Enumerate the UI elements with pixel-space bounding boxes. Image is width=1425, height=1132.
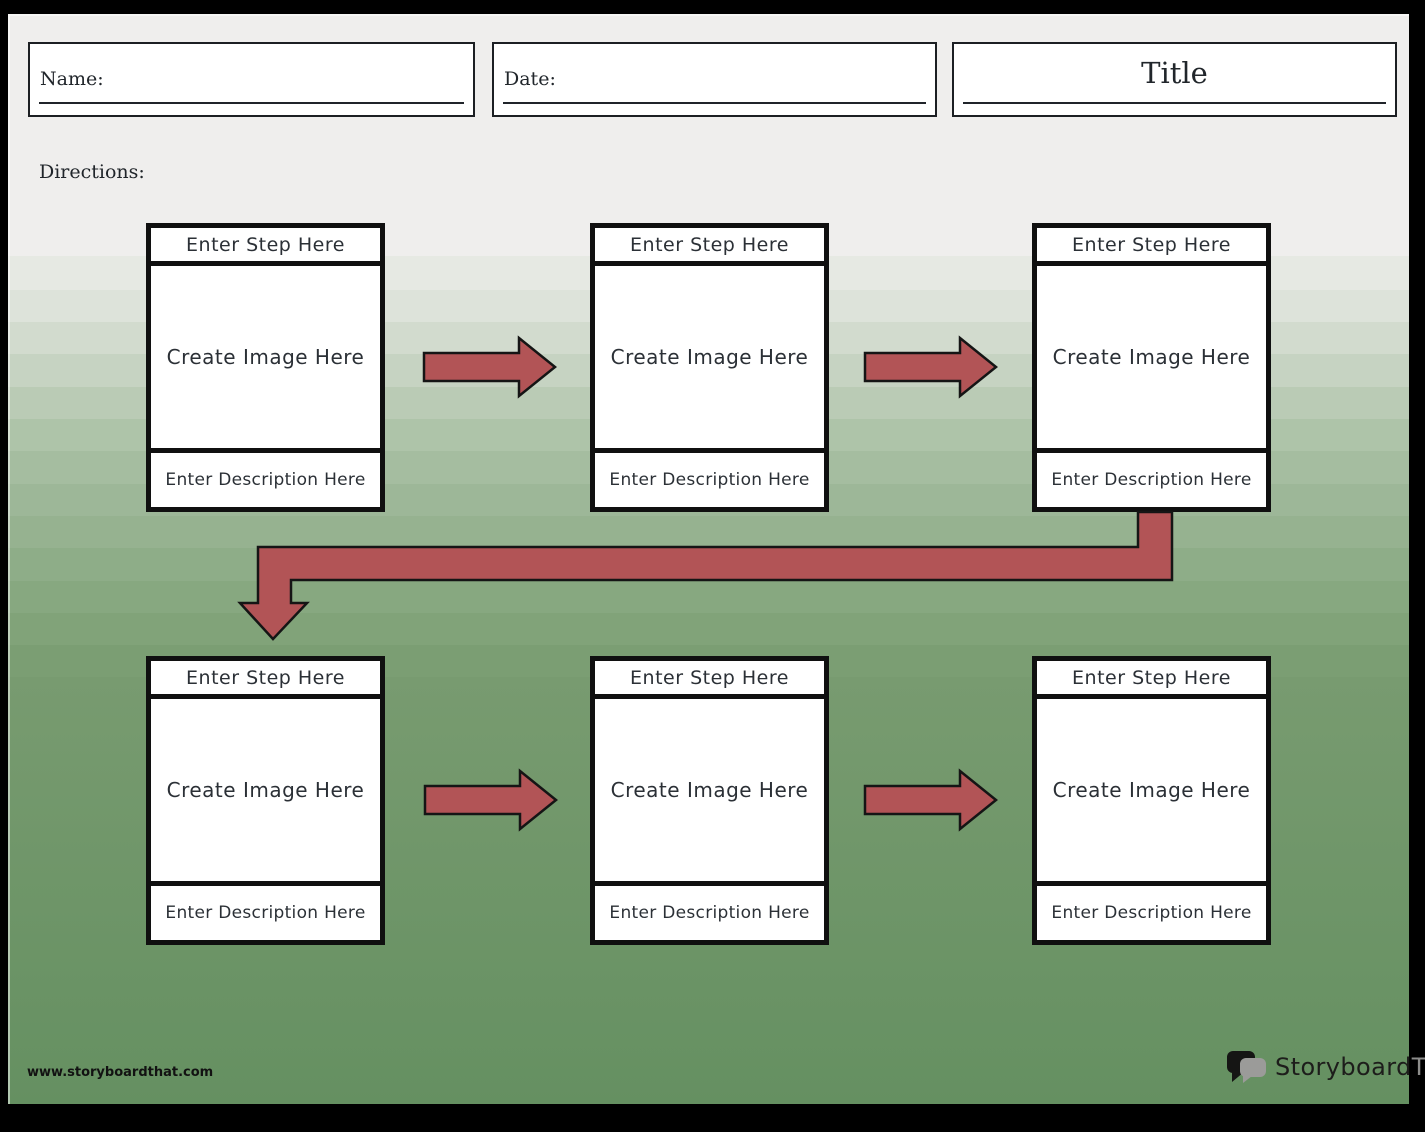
step-image-cell[interactable]: Create Image Here: [1052, 778, 1251, 802]
title-field[interactable]: Title: [952, 42, 1397, 117]
step-box-4: Enter Step Here Create Image Here Enter …: [146, 656, 385, 945]
step-description-cell[interactable]: Enter Description Here: [595, 881, 824, 940]
step-image-cell[interactable]: Create Image Here: [610, 778, 809, 802]
step-image-cell[interactable]: Create Image Here: [1052, 345, 1251, 369]
step-description-cell[interactable]: Enter Description Here: [1037, 448, 1266, 507]
arrow-right-icon: [863, 768, 998, 832]
date-field[interactable]: Date:: [492, 42, 937, 117]
step-description-cell[interactable]: Enter Description Here: [1037, 881, 1266, 940]
title-underline: [963, 102, 1386, 104]
speech-bubbles-icon: [1227, 1051, 1266, 1083]
name-label: Name:: [40, 68, 104, 90]
directions-label: Directions:: [39, 161, 145, 183]
step-title-cell[interactable]: Enter Step Here: [595, 228, 824, 266]
step-title-cell[interactable]: Enter Step Here: [1037, 661, 1266, 699]
date-underline: [503, 102, 926, 104]
step-description-cell[interactable]: Enter Description Here: [595, 448, 824, 507]
step-box-6: Enter Step Here Create Image Here Enter …: [1032, 656, 1271, 945]
page-title: Title: [1141, 56, 1208, 90]
step-box-3: Enter Step Here Create Image Here Enter …: [1032, 223, 1271, 512]
step-title-cell[interactable]: Enter Step Here: [1037, 228, 1266, 266]
step-description-cell[interactable]: Enter Description Here: [151, 881, 380, 940]
name-underline: [39, 102, 464, 104]
step-title-cell[interactable]: Enter Step Here: [151, 661, 380, 699]
step-image-cell[interactable]: Create Image Here: [166, 345, 365, 369]
date-label: Date:: [504, 68, 556, 90]
website-url: www.storyboardthat.com: [27, 1065, 214, 1080]
name-field[interactable]: Name:: [28, 42, 475, 117]
step-box-5: Enter Step Here Create Image Here Enter …: [590, 656, 829, 945]
step-title-cell[interactable]: Enter Step Here: [595, 661, 824, 699]
arrow-right-icon: [863, 335, 998, 399]
storyboardthat-logo: StoryboardThat: [1226, 1048, 1425, 1085]
step-title-cell[interactable]: Enter Step Here: [151, 228, 380, 266]
arrow-right-icon: [422, 335, 557, 399]
logo-text-primary: Storyboard: [1275, 1052, 1412, 1081]
step-image-cell[interactable]: Create Image Here: [166, 778, 365, 802]
arrow-right-icon: [423, 768, 558, 832]
wrap-down-arrow-icon: [237, 510, 1174, 641]
worksheet-page: Name: Date: Title Directions: Enter Step…: [8, 14, 1425, 1104]
step-box-1: Enter Step Here Create Image Here Enter …: [146, 223, 385, 512]
step-image-cell[interactable]: Create Image Here: [610, 345, 809, 369]
logo-text-secondary: That: [1411, 1052, 1425, 1081]
step-box-2: Enter Step Here Create Image Here Enter …: [590, 223, 829, 512]
step-description-cell[interactable]: Enter Description Here: [151, 448, 380, 507]
